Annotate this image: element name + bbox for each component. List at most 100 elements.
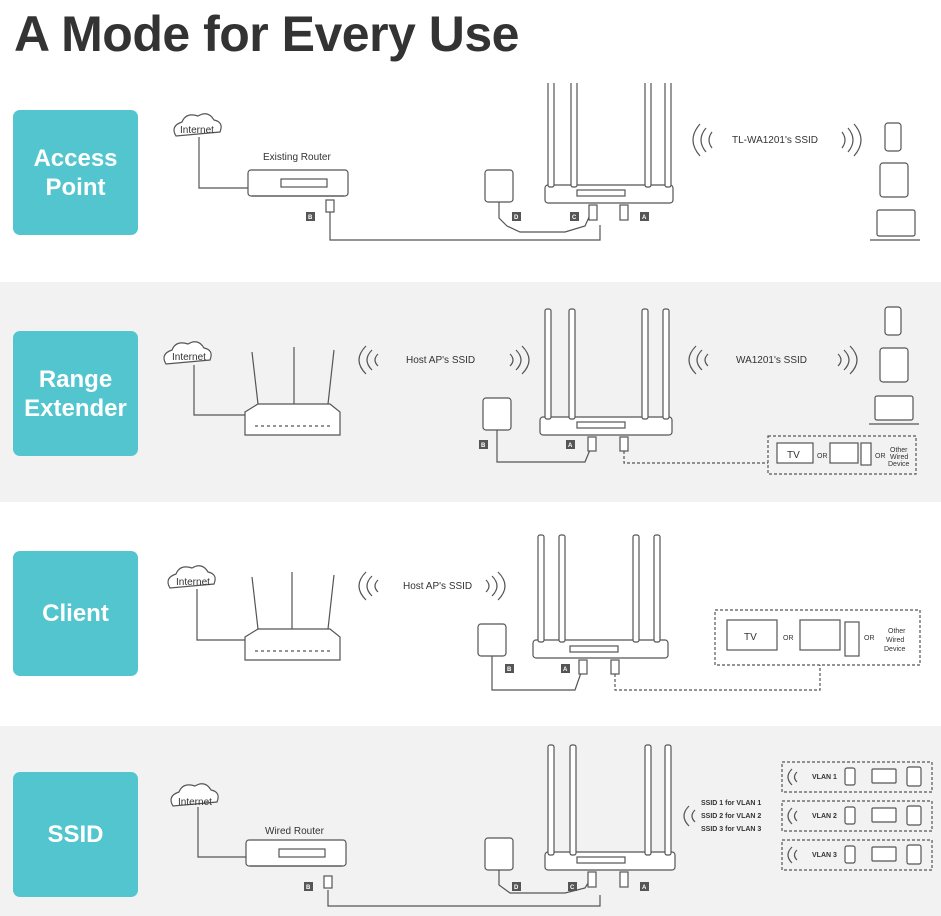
wifi-signal-icon	[692, 123, 713, 157]
monitor-icon	[829, 442, 859, 464]
port-labels: B A	[479, 440, 575, 449]
power-adapter-icon	[482, 397, 512, 431]
wa1201-device-icon	[544, 851, 676, 871]
other-device-label: Other Wired Device	[884, 628, 907, 653]
laptop-icon	[871, 768, 897, 784]
tv-icon	[776, 442, 814, 464]
host-router-icon	[244, 403, 341, 436]
port-label: A	[568, 443, 573, 449]
wifi-signal-icon	[837, 345, 858, 375]
vlan-3-devices	[787, 844, 922, 865]
access-point-diagram: Internet Existing Router TL-WA1201's SSI…	[173, 83, 920, 241]
router-label: Existing Router	[263, 152, 331, 163]
internet-label: Internet	[180, 125, 214, 136]
laptop-icon	[876, 209, 916, 237]
mode-badge-ssid: SSID	[13, 772, 138, 897]
internet-cloud-icon	[170, 783, 219, 807]
mode-row-access-point: Access Point	[0, 83, 941, 279]
wifi-signal-icon	[358, 345, 379, 375]
mode-row-client: Client	[0, 502, 941, 724]
port-label: A	[642, 885, 647, 891]
port-label: D	[514, 215, 519, 221]
ssid-line-3: SSID 3 for VLAN 3	[701, 826, 761, 833]
port-label: B	[306, 885, 311, 891]
wired-router-icon	[245, 839, 347, 867]
ssid-label: TL-WA1201's SSID	[732, 135, 818, 146]
vlan-box-2	[781, 800, 933, 832]
internet-label: Internet	[176, 577, 210, 588]
tv-label: TV	[787, 450, 800, 461]
or-label: OR	[864, 635, 875, 642]
wifi-signal-icon	[688, 345, 709, 375]
wa1201-device-icon	[544, 184, 674, 204]
power-adapter-icon	[484, 169, 514, 203]
power-adapter-icon	[477, 623, 507, 657]
or-label: OR	[783, 635, 794, 642]
internet-cloud-icon	[167, 565, 216, 589]
vlan-label-1: VLAN 1	[812, 774, 837, 781]
phone-icon	[844, 767, 856, 786]
monitor-icon	[799, 619, 841, 651]
mode-row-ssid: SSID	[0, 726, 941, 916]
phone-icon	[884, 306, 902, 336]
page-title: A Mode for Every Use	[14, 6, 519, 62]
tablet-icon	[906, 805, 922, 826]
vlan-2-devices	[787, 805, 922, 826]
wifi-signal-icon	[485, 571, 506, 601]
host-router-icon	[244, 628, 341, 661]
wifi-signal-icon	[787, 846, 798, 864]
wifi-signal-icon	[787, 807, 798, 825]
tv-icon	[726, 619, 778, 651]
internet-cloud-icon	[163, 341, 212, 365]
or-label: OR	[875, 453, 886, 460]
port-label: B	[507, 667, 512, 673]
laptop-icon	[871, 807, 897, 823]
tablet-icon	[906, 766, 922, 787]
tablet-icon	[879, 347, 909, 383]
phone-icon	[844, 845, 856, 864]
ssid-label: WA1201's SSID	[736, 355, 807, 366]
wifi-signal-icon	[787, 768, 798, 786]
port-label: B	[481, 443, 486, 449]
vlan-1-devices	[787, 766, 922, 787]
internet-cloud-icon	[173, 113, 222, 137]
port-labels: B D C A	[306, 212, 649, 221]
vlan-box-3	[781, 839, 933, 871]
wifi-signal-icon	[358, 571, 379, 601]
port-label: D	[514, 885, 519, 891]
port-labels: B D C A	[304, 882, 649, 891]
phone-icon	[884, 122, 902, 152]
host-ssid-label: Host AP's SSID	[403, 581, 472, 592]
host-ssid-label: Host AP's SSID	[406, 355, 475, 366]
wa1201-device-icon	[532, 639, 669, 659]
existing-router-icon	[247, 169, 349, 197]
port-label: C	[572, 215, 577, 221]
tv-label: TV	[744, 632, 757, 643]
vlan-label-3: VLAN 3	[812, 852, 837, 859]
tablet-icon	[879, 162, 909, 198]
port-label: A	[563, 667, 568, 673]
internet-label: Internet	[178, 797, 212, 808]
mode-badge-client: Client	[13, 551, 138, 676]
port-labels: B A	[505, 664, 570, 673]
router-label: Wired Router	[265, 826, 325, 837]
wifi-signal-icon	[683, 805, 696, 827]
wired-devices-box	[714, 609, 921, 666]
wa1201-device-icon	[539, 416, 673, 436]
client-diagram: Internet Host AP's SSID TV OR OR Other W…	[167, 534, 921, 691]
or-label: OR	[817, 453, 828, 460]
ssid-line-2: SSID 2 for VLAN 2	[701, 813, 761, 820]
wifi-signal-icon	[509, 345, 530, 375]
ssid-line-1: SSID 1 for VLAN 1	[701, 800, 761, 807]
range-extender-diagram: Internet Host AP's SSID WA1201's SSID TV…	[163, 306, 919, 475]
laptop-icon	[871, 846, 897, 862]
pc-tower-icon	[860, 442, 872, 466]
mode-badge-range-extender: Range Extender	[13, 331, 138, 456]
vlan-box-1	[781, 761, 933, 793]
mode-row-range-extender: Range Extender	[0, 282, 941, 502]
mode-badge-access-point: Access Point	[13, 110, 138, 235]
port-label: A	[642, 215, 647, 221]
wifi-signal-icon	[841, 123, 862, 157]
power-adapter-icon	[484, 837, 514, 871]
internet-label: Internet	[172, 352, 206, 363]
